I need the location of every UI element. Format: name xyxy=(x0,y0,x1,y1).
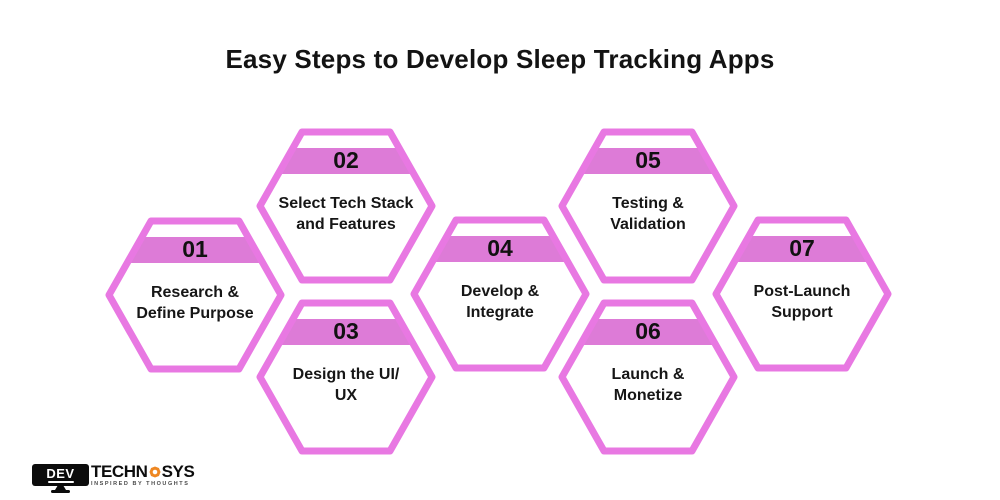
hexagon-shape xyxy=(256,299,436,455)
step-hexagon-05: 05 Testing & Validation xyxy=(558,126,738,286)
step-number: 06 xyxy=(635,317,661,344)
step-label: Research & Define Purpose xyxy=(136,284,254,322)
step-hexagon-02: 02 Select Tech Stack and Features xyxy=(256,126,436,286)
step-hexagon-01: 01 Research & Define Purpose xyxy=(105,215,285,375)
step-hexagon-06: 06 Launch & Monetize xyxy=(558,297,738,457)
hexagon-shape xyxy=(256,128,436,284)
step-label: Post-Launch Support xyxy=(753,283,851,321)
logo-tagline: INSPIRED BY THOUGHTS xyxy=(91,481,190,487)
step-number: 04 xyxy=(487,234,513,261)
step-label: Select Tech Stack and Features xyxy=(278,195,414,233)
logo-brand-text: TECHN SYS xyxy=(91,462,195,481)
logo-dev-underline xyxy=(47,481,74,483)
page-title: Easy Steps to Develop Sleep Tracking App… xyxy=(225,44,775,74)
step-number: 02 xyxy=(333,146,359,173)
step-label: Develop & Integrate xyxy=(460,283,540,321)
logo-brand-right: SYS xyxy=(161,462,195,481)
devtechnosys-logo: DEV TECHN SYS INSPIRED BY THOUGHTS xyxy=(30,461,195,495)
step-hexagon-03: 03 Design the UI/ UX xyxy=(256,297,436,457)
step-number: 07 xyxy=(789,234,815,261)
hexagon-shape xyxy=(712,216,892,372)
monitor-base xyxy=(51,490,70,493)
hexagon-shape xyxy=(410,216,590,372)
step-label: Launch & Monetize xyxy=(611,366,685,404)
hexagon-shape xyxy=(558,299,738,455)
step-number: 05 xyxy=(635,146,661,173)
monitor-stand xyxy=(55,486,66,490)
step-number: 01 xyxy=(182,235,208,262)
step-hexagon-07: 07 Post-Launch Support xyxy=(712,214,892,374)
step-label: Design the UI/ UX xyxy=(292,366,400,404)
hexagon-shape xyxy=(558,128,738,284)
logo-dev-text: DEV xyxy=(46,466,75,481)
step-label: Testing & Validation xyxy=(610,195,686,233)
logo-brand-left: TECHN xyxy=(91,462,148,481)
hexagon-shape xyxy=(105,217,285,373)
step-number: 03 xyxy=(333,317,359,344)
monitor-icon: DEV xyxy=(30,461,90,495)
gear-icon xyxy=(149,466,161,478)
step-hexagon-04: 04 Develop & Integrate xyxy=(410,214,590,374)
